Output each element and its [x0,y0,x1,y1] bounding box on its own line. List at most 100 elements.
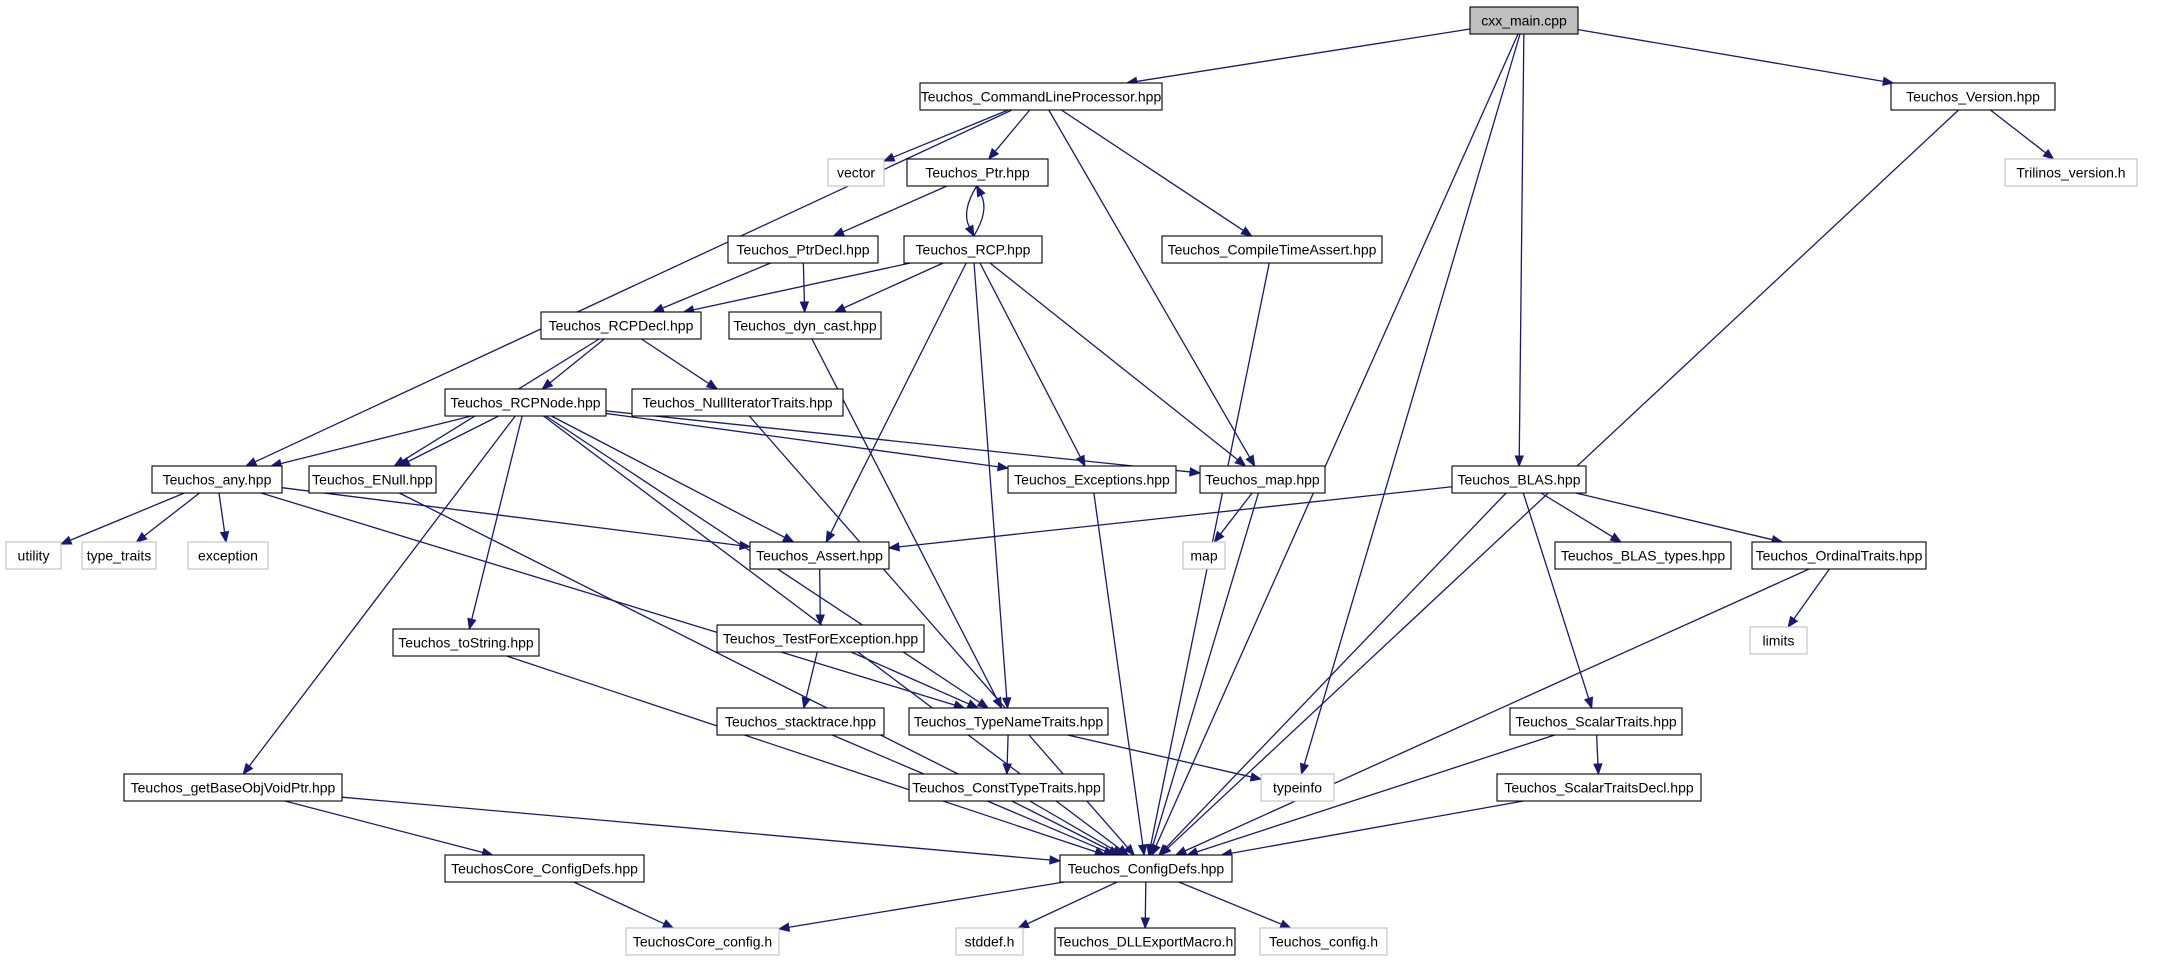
node-label: Teuchos_ConfigDefs.hpp [1068,861,1225,877]
edge-line [1136,28,1471,83]
node-enull[interactable]: Teuchos_ENull.hpp [308,465,437,494]
edge-arrowhead [1123,843,1136,857]
node-box [151,465,283,494]
edge-ptrdecl-to-rcpdecl [652,262,771,313]
node-box [123,773,343,802]
edge-main-to-configdefs [1151,33,1519,857]
edge-arrowhead [976,184,986,198]
edge-main-to-clp [1125,28,1471,87]
node-scalardecl[interactable]: Teuchos_ScalarTraitsDecl.hpp [1496,773,1702,802]
node-box [716,624,925,653]
edge-line [605,410,1191,473]
edge-line [218,492,226,533]
edge-rcpnode-to-tostring [467,415,523,631]
edge-line [506,655,1097,853]
node-version[interactable]: Teuchos_Version.hpp [1890,82,2056,111]
node-any[interactable]: Teuchos_any.hpp [151,465,283,494]
node-typename[interactable]: Teuchos_TypeNameTraits.hpp [908,707,1109,736]
node-map[interactable]: Teuchos_map.hpp [1199,465,1326,494]
node-box [1260,773,1335,802]
edge-line [979,262,1081,458]
node-blas[interactable]: Teuchos_BLAS.hpp [1451,465,1587,494]
node-box [187,541,269,570]
edge-tfe-to-stacktrace [801,651,818,710]
edge-arrowhead [1249,772,1263,782]
node-trilinos: Trilinos_version.h [2004,158,2138,187]
node-consttype[interactable]: Teuchos_ConstTypeTraits.hpp [908,773,1105,802]
node-ordinal[interactable]: Teuchos_OrdinalTraits.hpp [1751,541,1927,570]
node-box [1259,927,1388,956]
node-label: Teuchos_map.hpp [1205,472,1320,488]
node-scalar[interactable]: Teuchos_ScalarTraits.hpp [1509,707,1683,736]
node-box [5,541,62,570]
edge-line [1303,33,1521,765]
node-label: TeuchosCore_ConfigDefs.hpp [451,861,638,877]
node-stddef: stddef.h [955,927,1024,956]
node-box [631,388,844,417]
node-assert[interactable]: Teuchos_Assert.hpp [749,541,890,570]
edge-line [551,415,785,538]
node-dyncast[interactable]: Teuchos_dyn_cast.hpp [728,311,882,340]
node-coreconfigdefs[interactable]: TeuchosCore_ConfigDefs.hpp [444,854,645,883]
edge-main-to-typeinfo [1299,33,1521,776]
edge-line [989,262,1239,461]
node-rcpnode[interactable]: Teuchos_RCPNode.hpp [444,388,607,417]
node-label: typeinfo [1273,780,1322,796]
edge-line [341,796,1051,861]
edge-any-to-assert [281,487,752,551]
edge-layer [59,28,2055,932]
node-label: Teuchos_RCPNode.hpp [450,395,600,411]
node-box [81,541,157,570]
edge-line [805,651,818,699]
edge-line [248,415,516,767]
node-nullit[interactable]: Teuchos_NullIteratorTraits.hpp [631,388,844,417]
edge-line [1029,800,1115,851]
edge-line [471,415,523,620]
node-label: Teuchos_Exceptions.hpp [1014,472,1170,488]
node-label: Teuchos_PtrDecl.hpp [736,242,869,258]
node-label: Teuchos_any.hpp [163,472,272,488]
node-layer: cxx_main.cppTeuchos_CommandLineProcessor… [5,6,2138,956]
node-label: Teuchos_BLAS.hpp [1458,472,1581,488]
node-rcp[interactable]: Teuchos_RCP.hpp [903,235,1043,264]
edge-arrowhead [652,303,665,313]
edge-ordinal-to-configdefs [1174,568,1810,856]
edge-arrowhead [1140,917,1151,930]
edge-arrowhead [825,530,836,544]
edge-scalar-to-scalardecl [1593,734,1603,776]
edge-arrowhead [467,617,477,631]
edge-ptr-to-ptrdecl [832,185,948,237]
node-box [1469,6,1579,35]
node-exceptions[interactable]: Teuchos_Exceptions.hpp [1007,465,1177,494]
edge-line [641,338,710,385]
edge-arrowhead [1234,455,1247,467]
node-box [625,927,780,956]
node-tostring[interactable]: Teuchos_toString.hpp [392,628,540,657]
edge-exceptions-to-configdefs [1093,492,1148,857]
node-blastypes[interactable]: Teuchos_BLAS_types.hpp [1554,541,1732,570]
edge-line [260,492,955,706]
edge-arrowhead [833,303,847,313]
node-cta[interactable]: Teuchos_CompileTimeAssert.hpp [1161,235,1383,264]
edge-line [819,568,821,616]
node-configdefs[interactable]: Teuchos_ConfigDefs.hpp [1059,854,1233,883]
edge-clp-to-ptr [987,109,1031,161]
node-rcpdecl[interactable]: Teuchos_RCPDecl.hpp [540,311,702,340]
node-box [955,927,1024,956]
node-tfe[interactable]: Teuchos_TestForException.hpp [716,624,925,653]
node-label: Teuchos_Ptr.hpp [925,165,1030,181]
node-mapsys: map [1182,541,1226,570]
node-stacktrace[interactable]: Teuchos_stacktrace.hpp [716,707,885,736]
node-getbase[interactable]: Teuchos_getBaseObjVoidPtr.hpp [123,773,343,802]
node-box [908,773,1105,802]
node-clp[interactable]: Teuchos_CommandLineProcessor.hpp [919,82,1163,111]
edge-arrowhead [1148,843,1158,857]
node-box [908,707,1109,736]
node-label: Teuchos_ScalarTraitsDecl.hpp [1504,780,1694,796]
edge-arrowhead [964,224,975,238]
edge-version-to-trilinos [1990,109,2055,160]
node-ptrdecl[interactable]: Teuchos_PtrDecl.hpp [727,235,879,264]
node-label: Teuchos_stacktrace.hpp [725,714,876,730]
node-ptr[interactable]: Teuchos_Ptr.hpp [906,158,1049,187]
node-dllexport[interactable]: Teuchos_DLLExportMacro.h [1054,927,1236,956]
